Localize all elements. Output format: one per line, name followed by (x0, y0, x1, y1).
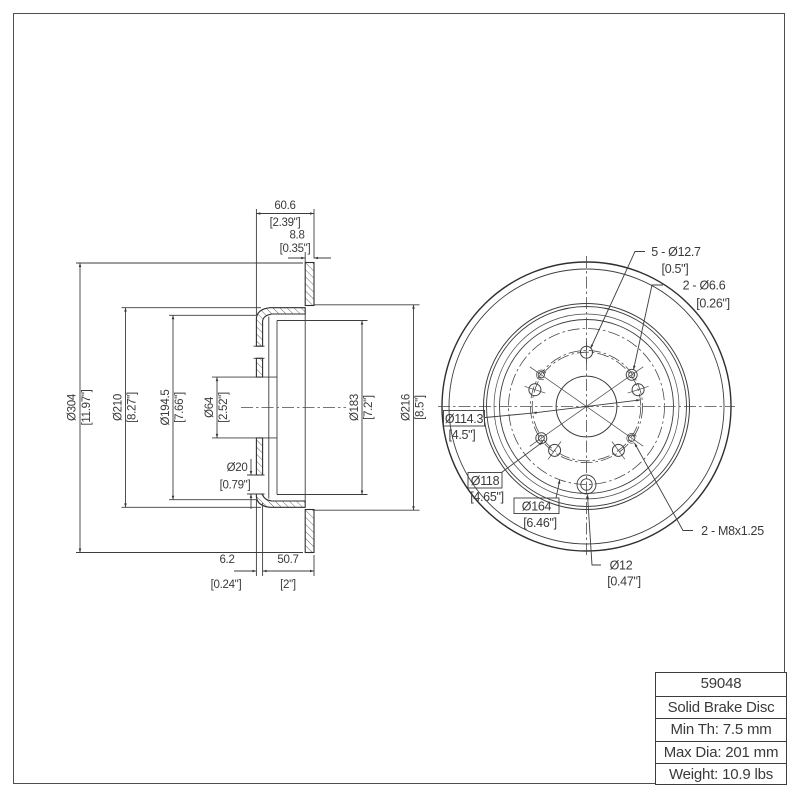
label-adjuster-in: [0.47"] (607, 575, 641, 589)
section-dimensions (76, 209, 415, 576)
label-lug-holes: 5 - Ø12.7 (651, 245, 701, 259)
lug-hole (548, 443, 562, 457)
max-diameter: Max Dia: 201 mm (656, 740, 786, 764)
hat-wall-upper (255, 357, 264, 378)
friction-plate-top (304, 261, 315, 307)
sheet-border (13, 13, 785, 784)
label-adjuster-mm: Ø12 (610, 559, 633, 573)
dim-d216-mm: Ø216 (401, 394, 413, 421)
dim-d64-in: [2.52"] (218, 392, 230, 423)
dim-width-mm: 60.6 (274, 200, 295, 212)
label-lug-holes-in: [0.5"] (662, 262, 689, 276)
dim-d20-mm: Ø20 (227, 462, 248, 474)
dim-d304-in: [11.97"] (81, 389, 93, 425)
dim-d210-mm: Ø210 (113, 394, 125, 421)
hat-flange-top (255, 307, 306, 347)
dim-plate-in: [0.35"] (280, 243, 311, 255)
label-bcd118-in: [4.65"] (470, 490, 504, 504)
front-view: 5 - Ø12.7 [0.5"] 2 - Ø6.6 [0.26"] Ø114.3… (438, 245, 764, 589)
dim-d304-mm: Ø304 (67, 393, 79, 421)
lug-hole (631, 383, 645, 397)
label-bcd164-mm: Ø164 (522, 499, 552, 513)
section-dimension-labels: 60.6 [2.39"] 8.8 [0.35"] Ø304 [11.97"] Ø… (67, 200, 427, 591)
section-view: 60.6 [2.39"] 8.8 [0.35"] Ø304 [11.97"] Ø… (67, 200, 427, 591)
hat-flange-bottom (255, 493, 306, 508)
screw-hole (628, 371, 636, 379)
dim-wall-in: [0.24"] (211, 579, 242, 591)
lug-hole (611, 443, 625, 457)
dim-d183-in: [7.2"] (363, 395, 375, 420)
min-thickness: Min Th: 7.5 mm (656, 718, 786, 741)
dim-plate-mm: 8.8 (289, 230, 304, 242)
label-bcd164-in: [6.46"] (523, 516, 557, 530)
dim-wall-mm: 6.2 (219, 554, 234, 566)
weight: Weight: 10.9 lbs (656, 763, 786, 786)
dim-depth-mm: 50.7 (277, 554, 298, 566)
label-bcd114-in: [4.5"] (449, 428, 476, 442)
dim-d183-mm: Ø183 (349, 394, 361, 421)
lug-holes (524, 341, 649, 460)
label-bcd114-mm: Ø114.3 (445, 412, 484, 426)
label-screw-holes: 2 - Ø6.6 (683, 279, 726, 293)
lug-hole (528, 383, 542, 397)
friction-plate-bottom (304, 508, 315, 554)
adjuster-hole-inner (580, 478, 593, 491)
hat-wall-lower (255, 437, 264, 476)
dim-width-in: [2.39"] (270, 217, 301, 229)
label-box-114 (443, 410, 485, 427)
front-view-centerlines (438, 256, 735, 558)
adjuster-hole-outer (576, 474, 597, 495)
dim-depth-in: [2"] (280, 579, 296, 591)
dim-d64-mm: Ø64 (204, 396, 216, 418)
m8-hole (628, 434, 636, 442)
front-view-callouts: 5 - Ø12.7 [0.5"] 2 - Ø6.6 [0.26"] Ø114.3… (443, 245, 764, 589)
dim-d194-in: [7.66"] (174, 392, 186, 423)
dim-d216-in: [8.5"] (415, 395, 427, 420)
screw-hole (537, 434, 545, 442)
label-box-118 (467, 472, 503, 489)
label-box-164 (513, 497, 560, 514)
dim-d210-in: [8.27"] (127, 392, 139, 423)
label-screw-holes-in: [0.26"] (696, 297, 730, 311)
dim-d194-mm: Ø194.5 (160, 390, 172, 426)
m8-hole (537, 371, 545, 379)
screw-hole-countersink (625, 368, 638, 381)
dim-d20-in: [0.79"] (220, 480, 251, 492)
label-m8: 2 - M8x1.25 (701, 524, 764, 538)
adjuster-hole (576, 474, 597, 495)
part-number: 59048 (700, 675, 742, 692)
part-description: Solid Brake Disc (656, 695, 786, 719)
label-bcd118-mm: Ø118 (471, 474, 500, 488)
title-block: 59048 Solid Brake Disc Min Th: 7.5 mm Ma… (655, 672, 787, 785)
